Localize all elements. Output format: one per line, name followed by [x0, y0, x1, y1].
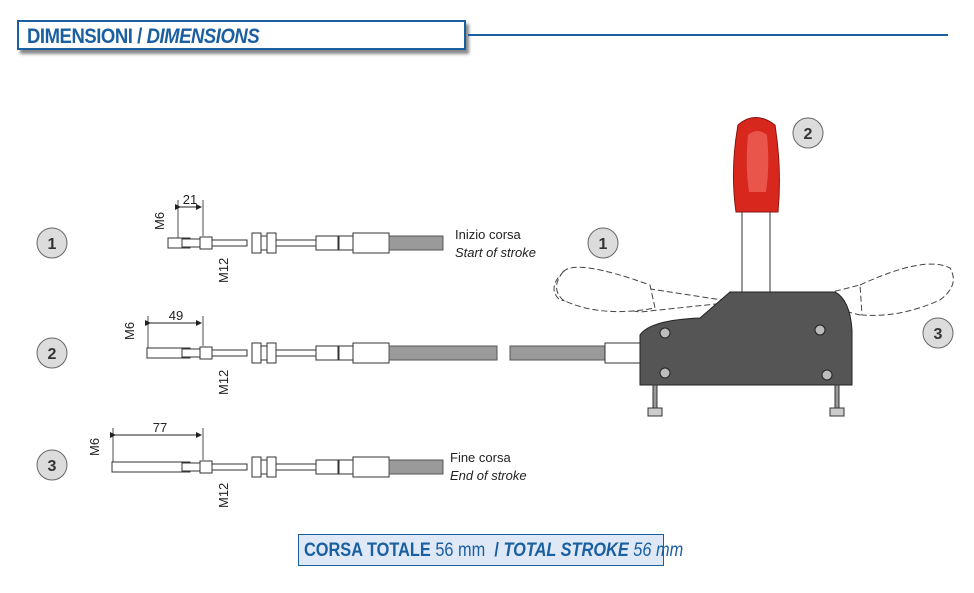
svg-text:2: 2 [804, 126, 813, 143]
dimension-value: 49 [169, 308, 183, 323]
cable-sheath [388, 235, 444, 251]
position-marker-2 [36, 337, 68, 369]
position-marker-3 [36, 449, 68, 481]
thread-label-m6: M6 [152, 212, 167, 230]
caption-it: Inizio corsa [455, 227, 522, 242]
caption-en: Start of stroke [455, 245, 536, 260]
stroke-value-en: 56 mm [633, 540, 684, 561]
control-lever: 1 2 3 [553, 117, 954, 417]
lever-marker-1 [587, 227, 619, 259]
lever-marker-2 [792, 117, 824, 149]
cable-position-2: 2 49 M6 M12 [36, 308, 641, 395]
cable-sheath [509, 345, 606, 361]
svg-text:1: 1 [599, 236, 608, 253]
caption-it: Fine corsa [450, 450, 511, 465]
header-separator: / [137, 25, 142, 48]
cable-ferrule [604, 342, 641, 364]
stroke-value-it: 56 mm [435, 540, 486, 561]
dimension-value: 77 [153, 420, 167, 435]
cable-sheath [388, 459, 444, 475]
header-title-en: DIMENSIONS [146, 25, 260, 48]
total-stroke-box: CORSA TOTALE 56 mm / TOTAL STROKE 56 mm [298, 534, 683, 566]
dimension-value: 21 [183, 192, 197, 207]
position-marker-1 [36, 227, 68, 259]
stroke-label-it: CORSA TOTALE [304, 540, 431, 561]
position-number: 1 [48, 236, 57, 253]
thread-label-m6: M6 [87, 438, 102, 456]
thread-label-m12: M12 [216, 483, 231, 508]
threaded-tip [111, 461, 191, 473]
stroke-separator: / [494, 540, 499, 561]
thread-label-m12: M12 [216, 258, 231, 283]
cable-position-1: 1 21 M6 M12 Inizio corsa Start of stroke [36, 192, 536, 283]
lever-ghost-start [553, 274, 736, 313]
section-header: DIMENSIONI / DIMENSIONS [17, 20, 466, 50]
lever-marker-3 [922, 317, 954, 349]
position-number: 3 [48, 458, 57, 475]
caption-en: End of stroke [450, 468, 527, 483]
position-number: 2 [48, 346, 57, 363]
stroke-label-en: TOTAL STROKE [503, 540, 629, 561]
svg-text:3: 3 [934, 326, 943, 343]
lever-stem [741, 204, 771, 301]
header-title-it: DIMENSIONI [27, 25, 133, 48]
header-rule [468, 34, 948, 36]
lever-housing [639, 291, 853, 386]
cable-sheath [388, 345, 498, 361]
thread-label-m6: M6 [122, 322, 137, 340]
thread-label-m12: M12 [216, 370, 231, 395]
cable-position-3: 3 77 M6 M12 Fine corsa End of stroke [36, 420, 527, 508]
